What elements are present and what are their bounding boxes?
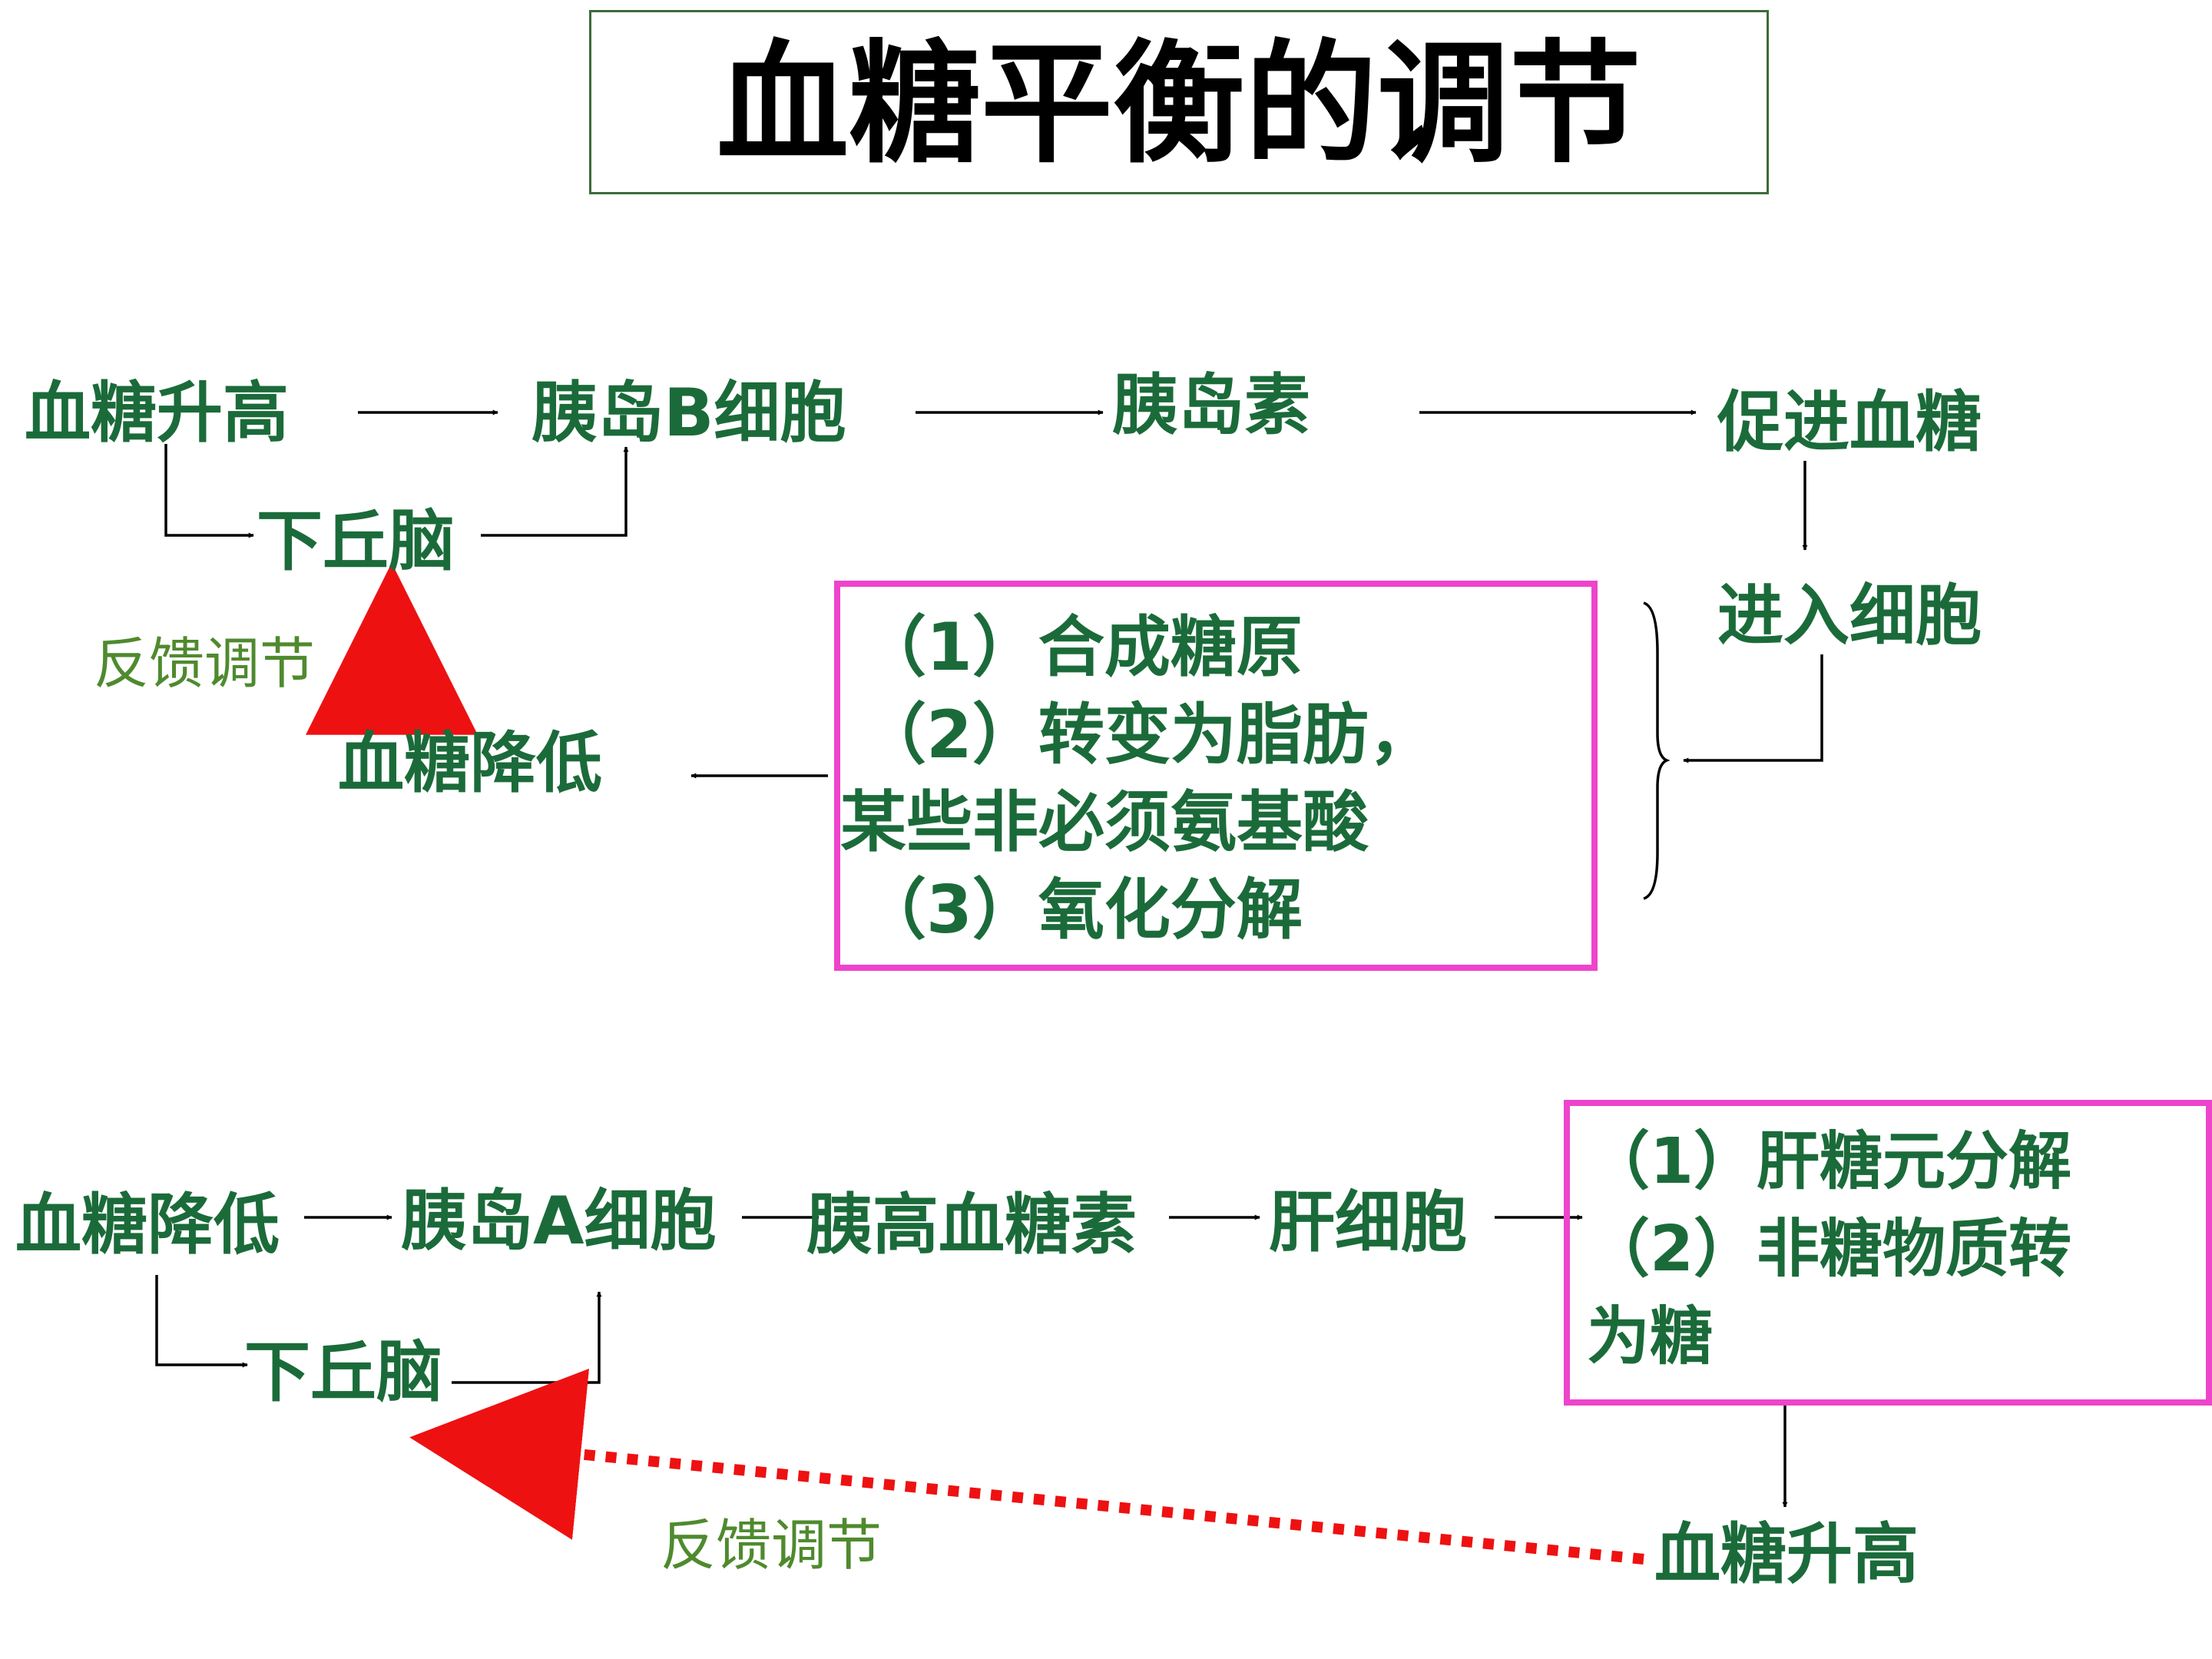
upper-feedback-label: 反馈调节 [94,631,316,696]
lower-node-islet-a-cell: 胰岛A细胞 [401,1183,717,1260]
arrow-lower-n1-n5 [155,1275,248,1368]
feedback-arrow-lower [409,1368,1644,1565]
upper-node-hypothalamus: 下丘脑 [257,503,455,580]
lower-node-blood-sugar-rise: 血糖升高 [1654,1516,1919,1593]
upper-node-promote-blood-sugar: 促进血糖 [1717,384,1982,461]
lower-effect-line-3: 为糖 [1587,1300,1714,1373]
lower-effect-line-2: （2）非糖物质转 [1587,1213,2072,1286]
lower-feedback-label: 反馈调节 [661,1513,882,1578]
upper-effect-line-1: （1）合成糖原 [860,609,1303,686]
upper-effect-line-2: （2）转变为脂肪， [860,697,1435,773]
upper-node-enter-cell: 进入细胞 [1717,578,1982,654]
upper-node-blood-sugar-drop: 血糖降低 [338,725,602,802]
lower-node-blood-sugar-drop: 血糖降低 [15,1187,280,1263]
lower-node-liver-cell: 肝细胞 [1269,1184,1467,1261]
upper-effects-list: （1）合成糖原 （2）转变为脂肪， 某些非必须氨基酸 （3）氧化分解 [840,604,1435,954]
upper-effects-box: （1）合成糖原 （2）转变为脂肪， 某些非必须氨基酸 （3）氧化分解 [834,581,1598,971]
brace-upper [1643,601,1671,900]
title-box: 血糖平衡的调节 [589,10,1769,194]
upper-node-blood-sugar-rise: 血糖升高 [25,375,289,452]
upper-effect-line-4: （3）氧化分解 [860,872,1303,949]
upper-node-insulin: 胰岛素 [1112,367,1310,444]
arrow-lower-n5-n2 [452,1291,602,1384]
lower-effects-list: （1）肝糖元分解 （2）非糖物质转 为糖 [1587,1118,2071,1381]
upper-node-islet-b-cell: 胰岛B细胞 [531,375,846,452]
lower-effect-line-1: （1）肝糖元分解 [1587,1125,2072,1198]
upper-effect-line-3: 某些非必须氨基酸 [840,784,1369,861]
lower-node-glucagon: 胰高血糖素 [806,1187,1137,1263]
arrow-upper-n5-n2 [481,446,629,537]
lower-effects-box: （1）肝糖元分解 （2）非糖物质转 为糖 [1564,1100,2212,1406]
arrow-upper-n6-brace [1683,654,1823,763]
arrow-upper-n1-n5 [164,444,254,538]
lower-node-hypothalamus: 下丘脑 [244,1334,442,1411]
page-title: 血糖平衡的调节 [717,25,1641,181]
